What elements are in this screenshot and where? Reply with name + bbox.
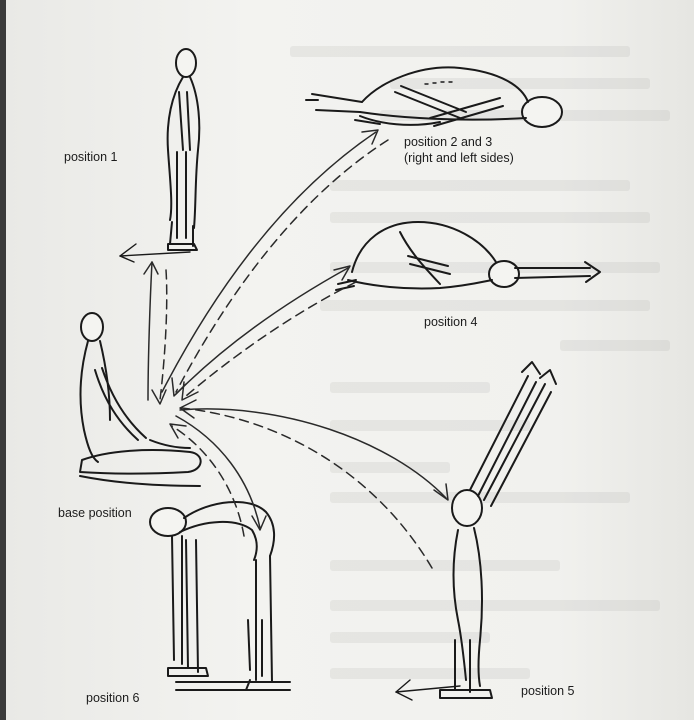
- label-position-1: position 1: [64, 150, 118, 164]
- position-1-figure: [120, 49, 199, 262]
- label-position-2-3-line1: position 2 and 3: [404, 135, 492, 149]
- position-2-3-figure: [306, 67, 562, 127]
- label-position-5: position 5: [521, 684, 575, 698]
- label-base-position: base position: [58, 506, 132, 520]
- movement-arrows: [144, 130, 448, 568]
- label-position-6: position 6: [86, 691, 140, 705]
- label-position-2-3-line2: (right and left sides): [404, 151, 514, 165]
- position-6-figure: [150, 502, 290, 690]
- position-5-figure: [396, 362, 556, 700]
- label-position-4: position 4: [424, 315, 478, 329]
- position-4-figure: [336, 222, 600, 290]
